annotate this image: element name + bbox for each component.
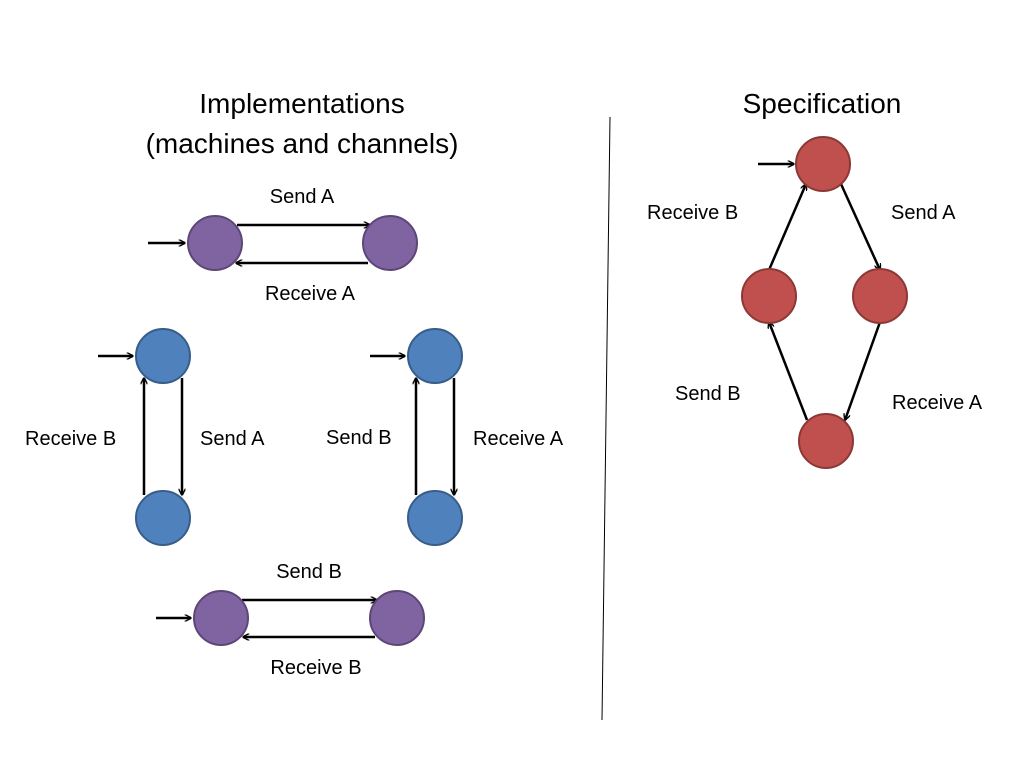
spec-label-bottom-left: Send B: [675, 383, 741, 405]
spec-edge-right-to-bottom: [845, 321, 882, 420]
spec-label-top-left: Receive B: [647, 202, 739, 224]
machine-a: [148, 215, 418, 271]
machine-a-send-label: Send A: [269, 186, 335, 208]
spec-edge-top-to-right: [839, 183, 880, 270]
implementations-title-line1: Implementations: [199, 88, 405, 119]
channel-b-send-label: Send B: [326, 427, 392, 449]
channel-b-state-2: [407, 490, 463, 546]
machine-b-state-1: [193, 590, 249, 646]
channel-a: [98, 328, 191, 546]
channel-b-state-1: [407, 328, 463, 384]
spec-state-top: [795, 136, 851, 192]
specification: [741, 136, 908, 469]
machine-a-receive-label: Receive A: [264, 283, 356, 305]
machine-b-send-label: Send B: [276, 561, 342, 583]
channel-a-receive-label: Receive B: [25, 428, 117, 450]
spec-state-left: [741, 268, 797, 324]
spec-edge-left-to-top: [767, 184, 806, 271]
channel-a-state-1: [135, 328, 191, 384]
machine-a-state-2: [362, 215, 418, 271]
machine-b-receive-label: Receive B: [270, 657, 362, 679]
spec-state-bottom: [798, 413, 854, 469]
machine-b-state-2: [369, 590, 425, 646]
implementations-title: Implementations (machines and channels): [146, 84, 459, 164]
channel-b-receive-label: Receive A: [473, 428, 564, 450]
section-divider: [601, 116, 611, 721]
channel-b: [370, 328, 463, 546]
spec-label-bottom-right: Receive A: [892, 392, 983, 414]
machine-b: [156, 590, 425, 646]
channel-a-state-2: [135, 490, 191, 546]
implementations-title-line2: (machines and channels): [145, 128, 459, 159]
specification-title: Specification: [742, 88, 902, 119]
spec-edge-bottom-to-left: [769, 322, 809, 421]
spec-state-right: [852, 268, 908, 324]
machine-a-state-1: [187, 215, 243, 271]
channel-a-send-label: Send A: [200, 428, 265, 450]
spec-label-top-right: Send A: [891, 202, 956, 224]
